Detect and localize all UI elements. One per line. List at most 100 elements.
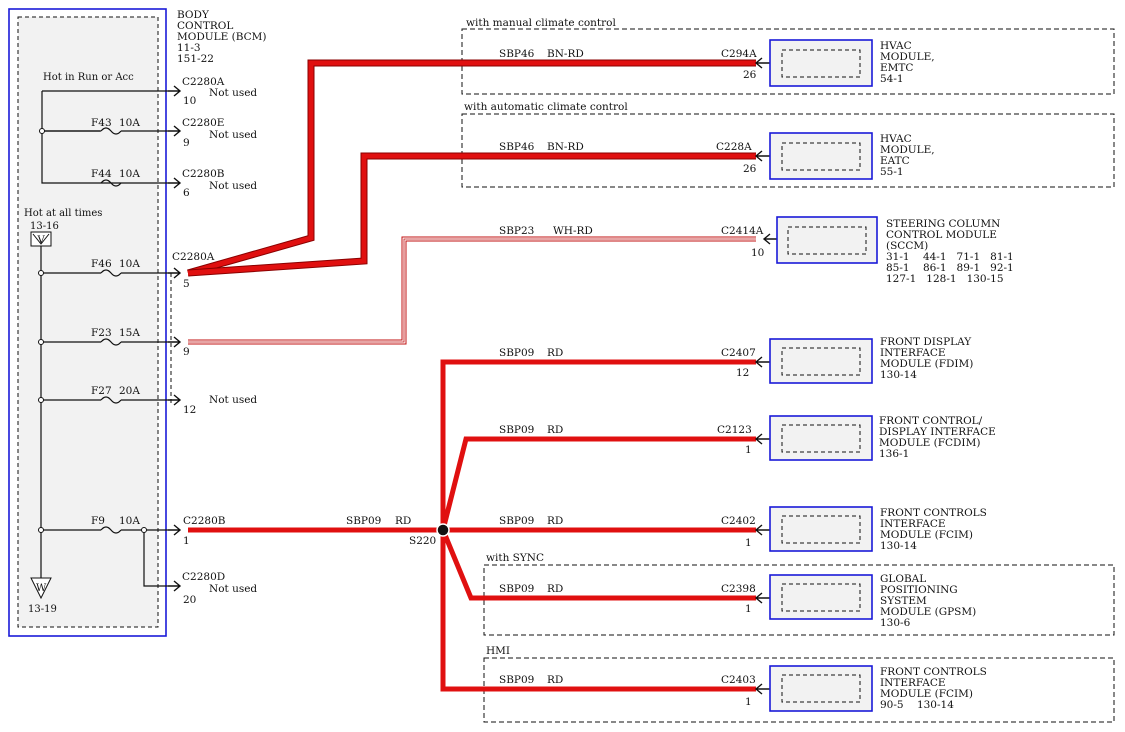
wire-sbp09-hmi — [440, 530, 756, 692]
branch-connector: C2414A — [721, 225, 764, 237]
bus-junction — [38, 270, 44, 276]
branch-pin: 1 — [745, 603, 752, 615]
bcm-title-line: 151-22 — [177, 53, 214, 65]
branch-pin: 1 — [745, 537, 752, 549]
branch-color: RD — [547, 424, 563, 436]
module-pin-chevron — [754, 683, 770, 695]
module-name-line: 130-14 — [880, 540, 917, 552]
module-name-line: EATC — [880, 155, 910, 167]
branch-pin: 10 — [751, 247, 764, 259]
bcm-pin: 5 — [183, 278, 190, 290]
module-name-line: MODULE (FCDIM) — [879, 437, 980, 449]
bcm-connector: C2280E — [182, 117, 224, 129]
branch-circuit: SBP09 — [499, 347, 534, 359]
branch-pin: 1 — [745, 444, 752, 456]
module-name-line: INTERFACE — [880, 518, 946, 530]
module-inner — [787, 226, 867, 255]
branch-connector: C2407 — [721, 347, 756, 359]
module-pin-chevron — [754, 57, 770, 69]
module-name-line: HVAC — [880, 133, 912, 145]
wire-sbp23-inner — [188, 237, 756, 344]
wire-sbp46-eatc — [187, 152, 756, 277]
module-box — [769, 665, 873, 712]
bcm-pin: 20 — [183, 594, 196, 606]
module-name-line: 130-14 — [880, 369, 917, 381]
branch-pin: 26 — [743, 69, 757, 81]
branch-connector: C228A — [716, 141, 752, 153]
module-name-line: 31-1 44-1 71-1 81-1 — [886, 251, 1014, 263]
branch-pin: 1 — [745, 696, 752, 708]
bus-junction — [38, 339, 44, 345]
module-inner — [781, 49, 861, 78]
module-name-line: MODULE, — [880, 144, 935, 156]
branch-color: WH-RD — [553, 225, 593, 237]
module-name-line: MODULE (FDIM) — [880, 358, 973, 370]
fuse-name: F23 — [91, 327, 112, 339]
option-label: with automatic climate control — [464, 101, 628, 113]
fuse-f27-symbol — [100, 396, 122, 404]
module-box — [769, 39, 873, 87]
module-name-line: DISPLAY INTERFACE — [879, 426, 996, 438]
bcm-connector: C2280A — [172, 251, 215, 263]
automatic-climate-region — [461, 113, 1115, 188]
module-name-line: GLOBAL — [880, 573, 926, 585]
splice-circuit: SBP09 — [346, 515, 381, 527]
bcm-pin-note: Not used — [209, 87, 257, 99]
bcm-title: BODY CONTROL MODULE (BCM) 11-3 151-22 — [177, 9, 267, 65]
branch-pin: 12 — [736, 367, 749, 379]
module-name-line: (SCCM) — [886, 240, 928, 252]
module-name-line: MODULE (GPSM) — [880, 606, 976, 618]
bcm-pin: 9 — [183, 137, 190, 149]
fuse-name: F44 — [91, 168, 112, 180]
module-pin-chevron — [754, 356, 770, 368]
bus-junction — [38, 527, 44, 533]
fuse-rating: 10A — [119, 258, 140, 270]
option-label: with SYNC — [486, 552, 544, 564]
branch-connector: C294A — [721, 48, 757, 60]
module-name-line: 136-1 — [879, 448, 909, 460]
branch-circuit: SBP09 — [499, 424, 534, 436]
branch-circuit: SBP09 — [499, 674, 534, 686]
bcm-pin-chevrons — [168, 85, 182, 592]
module-name-line: MODULE (FCIM) — [880, 529, 973, 541]
module-inner — [781, 515, 861, 544]
module-name-line: FRONT CONTROL/ — [879, 415, 983, 427]
module-name-line: 54-1 — [880, 73, 904, 85]
module-name-line: 90-5 130-14 — [880, 699, 954, 711]
module-name-line: MODULE, — [880, 51, 935, 63]
branch-color: BN-RD — [547, 141, 584, 153]
fuse-f43-symbol — [100, 127, 122, 135]
module-inner — [781, 674, 861, 703]
module-inner — [781, 583, 861, 612]
module-box — [769, 506, 873, 552]
branch-color: RD — [547, 583, 563, 595]
module-inner — [781, 347, 861, 376]
module-box — [769, 132, 873, 180]
module-name-line: SYSTEM — [880, 595, 927, 607]
bcm-title-line: MODULE (BCM) — [177, 31, 267, 43]
bcm-pin: 9 — [183, 346, 190, 358]
fuse-name: F27 — [91, 385, 112, 397]
module-fdim: SBP09 RD C2407 12 FRONT DISPLAY INTERFAC… — [499, 336, 973, 384]
wire-sbp23-stripe — [188, 238, 756, 343]
module-inner — [781, 424, 861, 453]
module-name-line: 127-1 128-1 130-15 — [886, 273, 1004, 285]
fuse-rating: 15A — [119, 327, 140, 339]
module-inner — [781, 142, 861, 171]
branch-connector: C2123 — [717, 424, 752, 436]
module-name-line: INTERFACE — [880, 677, 946, 689]
module-name-line: MODULE (FCIM) — [880, 688, 973, 700]
module-box — [769, 574, 873, 620]
bcm-pin-note: Not used — [209, 394, 257, 406]
module-sccm: SBP23 WH-RD C2414A 10 STEERING COLUMN CO… — [499, 216, 1014, 285]
wire-sbp09 — [188, 359, 756, 692]
module-hvac-eatc: SBP46 BN-RD C228A 26 HVAC MODULE, EATC 5… — [499, 132, 935, 180]
bcm-pin-note: Not used — [209, 583, 257, 595]
hot-all-times-label: Hot at all times — [24, 208, 102, 219]
bcm-pin-note: Not used — [209, 129, 257, 141]
module-name-line: 55-1 — [880, 166, 904, 178]
bottom-ground-ref: 13-19 — [28, 604, 57, 615]
option-label: with manual climate control — [466, 17, 616, 29]
module-hvac-emtc: SBP46 BN-RD C294A 26 HVAC MODULE, EMTC 5… — [499, 39, 935, 87]
